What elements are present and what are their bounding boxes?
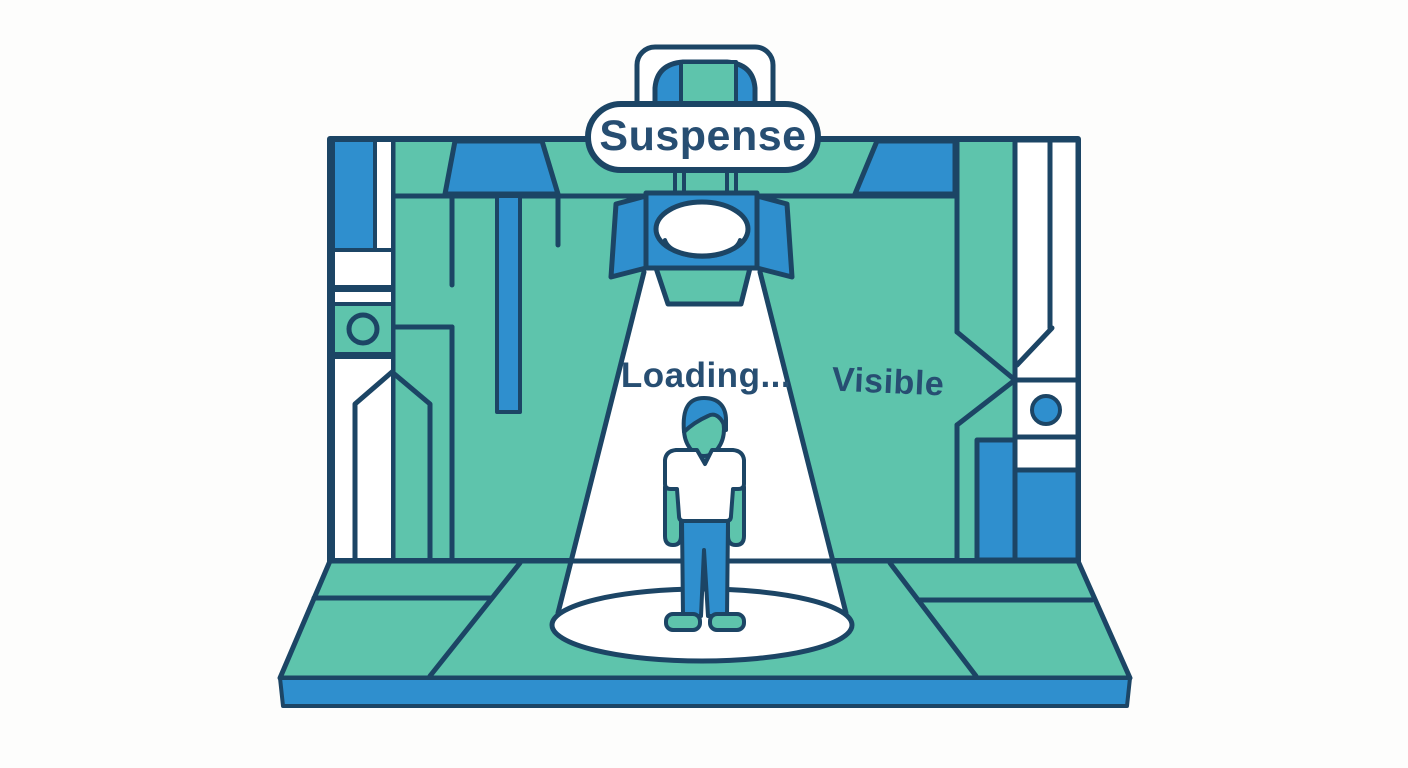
person-hair	[681, 396, 728, 434]
wall-right-column	[974, 137, 1081, 563]
spotlight	[585, 44, 821, 307]
suspense-badge-label: Suspense	[599, 111, 807, 160]
person	[663, 396, 746, 632]
floor-seam-diagonal-right	[887, 560, 979, 679]
floor-seam-diagonal-left	[427, 560, 523, 679]
ring-icon	[346, 312, 380, 346]
loading-label: Loading...	[620, 356, 792, 395]
barn-door-left	[608, 193, 649, 280]
right-blue-panel-large	[1012, 467, 1081, 563]
left-white-band-2	[331, 288, 395, 306]
person-shoe-right	[708, 612, 746, 632]
right-blue-panel-small	[974, 437, 1018, 563]
barn-door-right	[754, 193, 795, 280]
blue-dot-icon	[1030, 394, 1062, 426]
lamp-arch-center	[679, 60, 738, 106]
suspense-badge-pill	[585, 101, 821, 173]
person-shirt	[663, 448, 746, 523]
wall-right-seams	[954, 138, 1018, 562]
wall-blue-stripe	[495, 194, 522, 414]
left-blue-panel	[331, 138, 377, 252]
left-white-lower-panel	[331, 355, 395, 562]
left-white-slot	[373, 138, 395, 252]
beam-edge-left	[555, 269, 647, 616]
right-seam-diag-back	[954, 377, 1018, 428]
wall-blue-parallelogram-left	[442, 138, 561, 197]
right-white-band	[1012, 434, 1081, 473]
beam-edge-right	[757, 269, 849, 616]
right-seam-diag-down	[954, 329, 1018, 383]
floor-front-edge	[278, 676, 1132, 708]
person-shoe-left	[664, 612, 702, 632]
left-white-band-1	[331, 248, 395, 289]
lens-inner-arc	[663, 238, 742, 259]
right-strip-slant	[1014, 325, 1055, 368]
pentagon-outline-icon	[352, 369, 433, 562]
wall-left-column	[331, 138, 433, 562]
spotlight-snoot	[653, 265, 753, 307]
left-ring-box	[331, 302, 395, 356]
right-white-strip	[1012, 137, 1081, 383]
visible-label: Visible	[830, 360, 946, 403]
